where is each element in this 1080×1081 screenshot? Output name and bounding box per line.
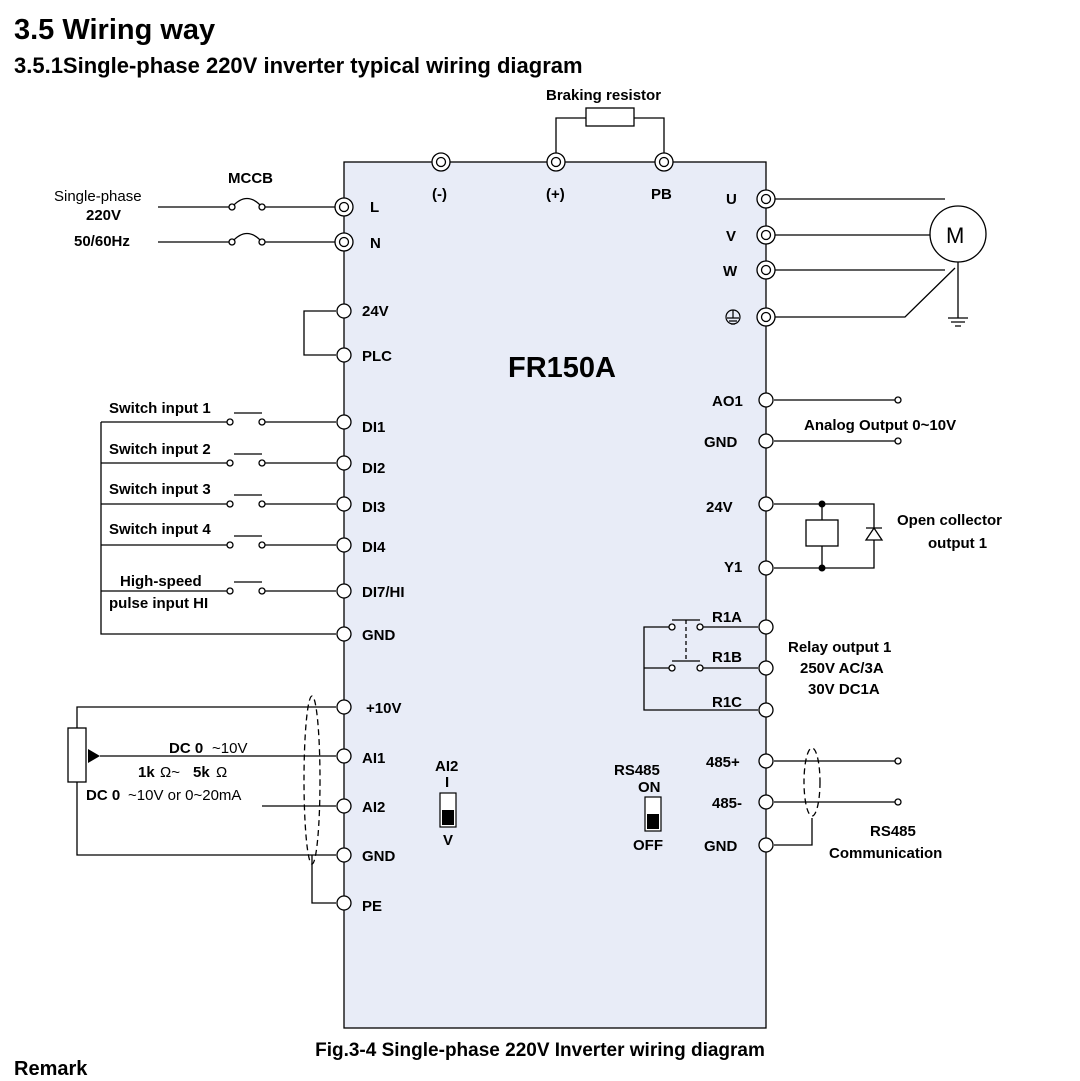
terminal-di1: DI1 xyxy=(362,419,385,436)
ai2-range-a: DC 0 xyxy=(86,787,120,804)
terminal-minus: (-) xyxy=(432,186,447,203)
inverter-body xyxy=(343,161,767,1029)
terminal-n: N xyxy=(370,235,381,252)
potentiometer xyxy=(67,727,87,783)
terminal-pb: PB xyxy=(651,186,672,203)
supply-label-1: Single-phase xyxy=(54,188,142,205)
terminal-u: U xyxy=(726,191,737,208)
terminal-y1: Y1 xyxy=(724,559,742,576)
terminal-10v: +10V xyxy=(366,700,401,717)
braking-resistor-wire xyxy=(555,117,665,162)
supply-label-3: 50/60Hz xyxy=(74,233,130,250)
high-speed-label: High-speed xyxy=(120,573,202,590)
ai1-range-a: DC 0 xyxy=(169,740,203,757)
ai2-dip-label: AI2 xyxy=(435,758,458,775)
rs485-comm-label-1: RS485 xyxy=(870,823,916,840)
rs485-dip-on: ON xyxy=(638,779,661,796)
motor-ground xyxy=(948,262,968,327)
terminal-24v-r: 24V xyxy=(706,499,733,516)
terminal-gnd-ai: GND xyxy=(362,848,396,865)
supply-label-2: 220V xyxy=(86,207,121,224)
shield-rs485 xyxy=(803,747,821,817)
terminal-r1a: R1A xyxy=(712,609,742,626)
terminal-v: V xyxy=(726,228,736,245)
ai1-range-b: ~10V xyxy=(212,740,247,757)
pe-wire xyxy=(311,855,336,904)
oc-wires xyxy=(774,503,875,569)
terminal-l: L xyxy=(370,199,379,216)
open-collector-label-2: output 1 xyxy=(928,535,987,552)
rs485-comm-label-2: Communication xyxy=(829,845,942,862)
rs485-dip-off: OFF xyxy=(633,837,663,854)
oc-relay-coil xyxy=(805,519,839,547)
switch-input-1: Switch input 1 xyxy=(109,400,211,417)
mccb-contact-2 xyxy=(231,232,263,243)
rs485-dip-label: RS485 xyxy=(614,762,660,779)
switch-input-3: Switch input 3 xyxy=(109,481,211,498)
terminal-gnd-ao: GND xyxy=(704,434,738,451)
mccb-label: MCCB xyxy=(228,170,273,187)
ai2-dip-i: I xyxy=(445,774,449,791)
motor-symbol xyxy=(929,205,987,263)
terminal-plus: (+) xyxy=(546,186,565,203)
motor-pe-wire xyxy=(774,267,956,318)
terminal-r1b: R1B xyxy=(712,649,742,666)
terminal-gnd-di: GND xyxy=(362,627,396,644)
relay-label-2: 250V AC/3A xyxy=(800,660,884,677)
terminal-gnd-485: GND xyxy=(704,838,738,855)
pulse-input-label: pulse input HI xyxy=(109,595,208,612)
terminal-r1c: R1C xyxy=(712,694,742,711)
terminal-di2: DI2 xyxy=(362,460,385,477)
figure-caption: Fig.3-4 Single-phase 220V Inverter wirin… xyxy=(315,1040,765,1061)
terminal-di4: DI4 xyxy=(362,539,386,556)
terminal-ai1: AI1 xyxy=(362,750,385,767)
pot-bottom-wire xyxy=(76,782,336,856)
ai2-range-b: ~10V or 0~20mA xyxy=(128,787,241,804)
pot-wiper-arrow xyxy=(88,749,100,763)
rs485-wires xyxy=(774,760,898,846)
di-common-bus xyxy=(100,422,336,635)
terminal-24v: 24V xyxy=(362,303,389,320)
pot-ohm-d: Ω xyxy=(216,764,227,781)
earth-terminal-icon xyxy=(725,309,741,325)
terminal-ai2: AI2 xyxy=(362,799,385,816)
braking-resistor xyxy=(585,107,635,127)
inverter-model: FR150A xyxy=(508,352,616,384)
switch-blades xyxy=(234,412,262,583)
braking-resistor-label: Braking resistor xyxy=(546,87,661,104)
pot-ohm-a: 1k xyxy=(138,764,155,781)
open-collector-label-1: Open collector xyxy=(897,512,1002,529)
shield-left xyxy=(303,695,321,865)
terminal-485m: 485- xyxy=(712,795,742,812)
relay-wires xyxy=(643,626,758,711)
section-title: 3.5 Wiring way xyxy=(14,14,216,46)
relay-label-1: Relay output 1 xyxy=(788,639,891,656)
plc-jumper xyxy=(303,310,336,356)
terminal-w: W xyxy=(723,263,738,280)
motor-label: M xyxy=(946,223,964,248)
terminal-pe: PE xyxy=(362,898,382,915)
terminal-di7: DI7/HI xyxy=(362,584,405,601)
oc-diode xyxy=(864,526,884,541)
terminal-ao1: AO1 xyxy=(712,393,743,410)
switch-input-4: Switch input 4 xyxy=(109,521,211,538)
ai2-dip-v: V xyxy=(443,832,453,849)
analog-output-label: Analog Output 0~10V xyxy=(804,417,956,434)
pot-ohm-c: 5k xyxy=(193,764,210,781)
terminal-plc: PLC xyxy=(362,348,392,365)
switch-input-2: Switch input 2 xyxy=(109,441,211,458)
pot-top-wire xyxy=(76,706,336,728)
terminal-di3: DI3 xyxy=(362,499,385,516)
mccb-contact-1 xyxy=(231,197,263,208)
terminal-485p: 485+ xyxy=(706,754,740,771)
relay-label-3: 30V DC1A xyxy=(808,681,880,698)
pot-ohm-b: Ω~ xyxy=(160,764,180,781)
cutoff-text: Remark xyxy=(14,1058,88,1080)
subsection-title: 3.5.1Single-phase 220V inverter typical … xyxy=(14,53,583,78)
ao-wires xyxy=(774,399,898,442)
motor-wires xyxy=(774,198,945,271)
